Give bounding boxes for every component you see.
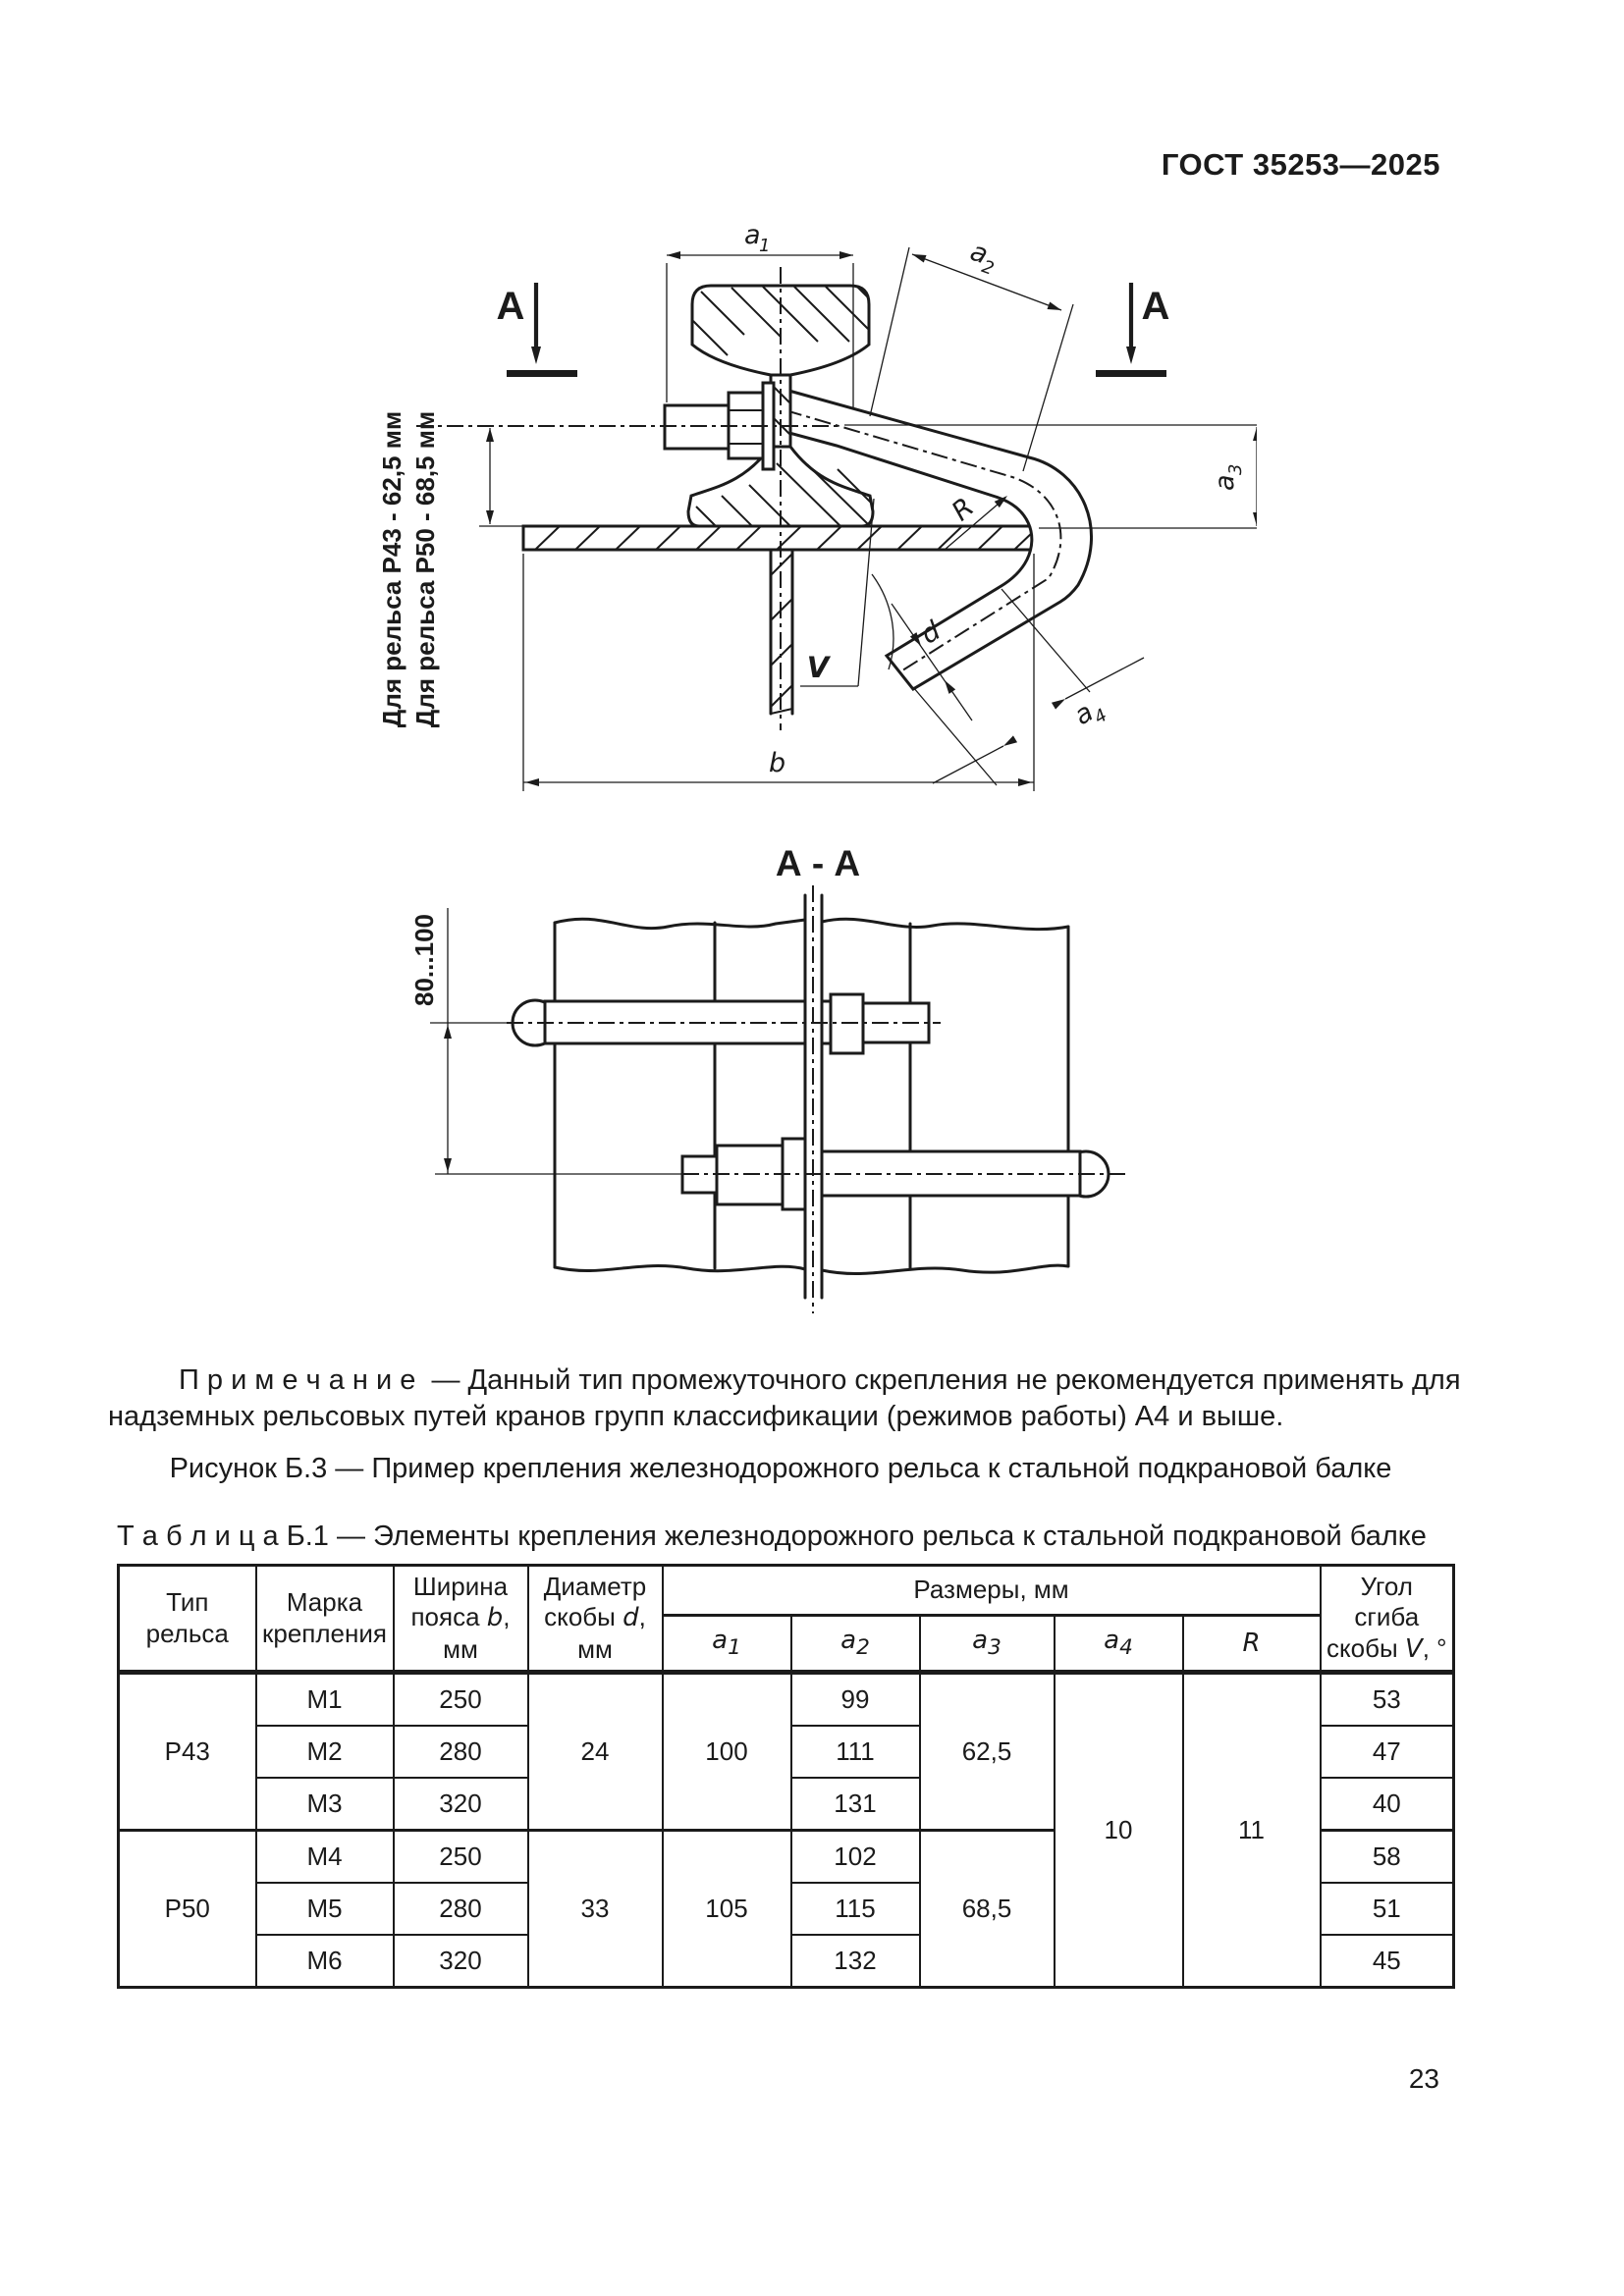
- cell-v: 58: [1319, 1829, 1455, 1884]
- figure-b3-main-view: a 1 a 2 Для рельса Р43 - 62,5 мм Для рел…: [377, 221, 1257, 883]
- figure-caption: Рисунок Б.3 — Пример крепления железнодо…: [169, 1453, 1392, 1484]
- section-marker-right: А: [1096, 283, 1169, 377]
- col-header-diameter: Диаметр скобы d, мм: [526, 1564, 664, 1675]
- section-marker-left: А: [497, 283, 577, 377]
- cell-a2: 132: [789, 1934, 921, 1989]
- dim-b: b: [522, 554, 1035, 791]
- rail-web-plate: [803, 893, 824, 1300]
- cell-v: 53: [1319, 1671, 1455, 1727]
- cell-a2: 102: [789, 1829, 921, 1884]
- rail-p50-note: Для рельса Р50 - 68,5 мм: [410, 411, 440, 727]
- cell-diameter: 33: [526, 1829, 664, 1989]
- fastening-elements-table: Тип рельса Марка крепления Ширина пояса …: [117, 1564, 1456, 1989]
- header-row-1: Тип рельса Марка крепления Ширина пояса …: [117, 1564, 1455, 1675]
- col-header-a2: a2: [789, 1614, 921, 1675]
- dim-r-label: R: [947, 492, 980, 527]
- cell-v: 40: [1319, 1777, 1455, 1832]
- cell-a2: 131: [789, 1777, 921, 1832]
- col-header-width: Ширина пояса b, мм: [392, 1564, 529, 1675]
- cell-diameter: 24: [526, 1671, 664, 1832]
- cell-a2: 99: [789, 1671, 921, 1727]
- dim-left-height: Для рельса Р43 - 62,5 мм Для рельса Р50 …: [377, 411, 524, 727]
- beam-web-right-part: [820, 917, 1070, 1276]
- cell-a4: 10: [1053, 1671, 1184, 1989]
- beam-flange-plate: [521, 524, 1036, 552]
- page-number: 23: [1408, 2063, 1439, 2094]
- cell-a2: 111: [789, 1725, 921, 1779]
- cell-width: 250: [392, 1829, 529, 1884]
- dim-a1-sub: 1: [759, 236, 770, 256]
- dim-a1-label: a: [744, 221, 761, 250]
- col-header-rail-type: Тип рельса: [117, 1564, 257, 1675]
- cell-r: 11: [1181, 1671, 1322, 1989]
- cell-v: 47: [1319, 1725, 1455, 1779]
- dim-v-label: V: [807, 651, 832, 684]
- col-header-mark: Марка крепления: [254, 1564, 395, 1675]
- table-row-m4: Р50 М4 250 33 105 102 68,5 58: [117, 1829, 1455, 1989]
- cell-width: 320: [392, 1777, 529, 1832]
- table-row-m5: М5 280 115 51: [119, 1882, 1455, 1936]
- cell-width: 250: [392, 1671, 529, 1727]
- cell-width: 280: [392, 1725, 529, 1779]
- table-title: Т а б л и ц а Б.1 — Элементы крепления ж…: [117, 1521, 1531, 1553]
- figure-note: П р и м е ч а н и е — Данный тип промежу…: [108, 1362, 1542, 1435]
- figure-b3-section-view: 80...100: [412, 885, 1127, 1313]
- cell-mark: М3: [254, 1777, 395, 1832]
- cell-a3: 68,5: [918, 1829, 1056, 1989]
- dim-a1: a 1: [666, 221, 854, 407]
- table-title-label: Т а б л и ц а Б.1: [117, 1521, 329, 1552]
- cell-mark: М5: [254, 1882, 395, 1936]
- table-row-m1: Р43 М1 250 24 100 99 62,5 10 11 53: [117, 1671, 1455, 1989]
- note-label: П р и м е ч а н и е: [179, 1364, 416, 1396]
- section-view-title: А - А: [776, 843, 860, 883]
- cell-mark: М2: [254, 1725, 395, 1779]
- section-letter-right: А: [1142, 285, 1170, 328]
- cell-mark: М4: [254, 1829, 395, 1884]
- dim-a3-label: a: [1210, 474, 1240, 491]
- cell-width: 280: [392, 1882, 529, 1936]
- cell-a2: 115: [789, 1882, 921, 1936]
- plate-hatch-lines: [534, 525, 1035, 551]
- cell-mark: М6: [254, 1934, 395, 1989]
- rail-p43-note: Для рельса Р43 - 62,5 мм: [377, 411, 406, 727]
- standard-reference: ГОСТ 35253—2025: [1161, 147, 1440, 182]
- rail-hatch-lines: [692, 286, 873, 527]
- dim-b-label: b: [769, 748, 785, 778]
- section-letter-left: А: [497, 285, 525, 328]
- note-text: — Данный тип промежуточного скрепления н…: [108, 1364, 1461, 1432]
- cell-v: 51: [1319, 1882, 1455, 1936]
- dim-a3-sub: 3: [1225, 464, 1246, 475]
- table-row-m2: М2 280 111 47: [119, 1725, 1455, 1779]
- cell-width: 320: [392, 1934, 529, 1989]
- dim-a3: a 3: [844, 424, 1257, 529]
- cell-a1: 105: [661, 1829, 792, 1989]
- dim-v-angle: V: [800, 498, 894, 687]
- hook-clamp: [784, 388, 1094, 691]
- cell-a1: 100: [661, 1671, 792, 1832]
- cell-a3: 62,5: [918, 1671, 1056, 1832]
- table-row-m6: М6 320 132 45: [119, 1934, 1455, 1989]
- dim-a2: a 2: [869, 237, 1074, 472]
- cell-rail-p43: Р43: [117, 1671, 257, 1832]
- table-row-m3: М3 320 131 40: [119, 1777, 1455, 1832]
- col-header-sizes: Размеры, мм: [661, 1564, 1322, 1617]
- header-row-2: a1 a2 a3 a4 R: [119, 1614, 1454, 1675]
- hook-axis-centerline: [785, 409, 1062, 673]
- cell-mark: М1: [254, 1671, 395, 1727]
- col-header-a1: a1: [661, 1614, 792, 1675]
- dim-bolt-spacing: 80...100: [412, 908, 684, 1175]
- col-header-angle: Угол сгиба скобы V, °: [1319, 1564, 1455, 1675]
- table-title-text: — Элементы крепления железнодорожного ре…: [337, 1521, 1427, 1552]
- cell-rail-p50: Р50: [117, 1829, 257, 1989]
- col-header-r: R: [1181, 1614, 1322, 1675]
- beam-web-left-part: [553, 917, 807, 1273]
- col-header-a3: a3: [918, 1614, 1056, 1675]
- col-header-a4: a4: [1053, 1614, 1184, 1675]
- cell-v: 45: [1319, 1934, 1455, 1989]
- dim-spacing-value: 80...100: [412, 914, 439, 1006]
